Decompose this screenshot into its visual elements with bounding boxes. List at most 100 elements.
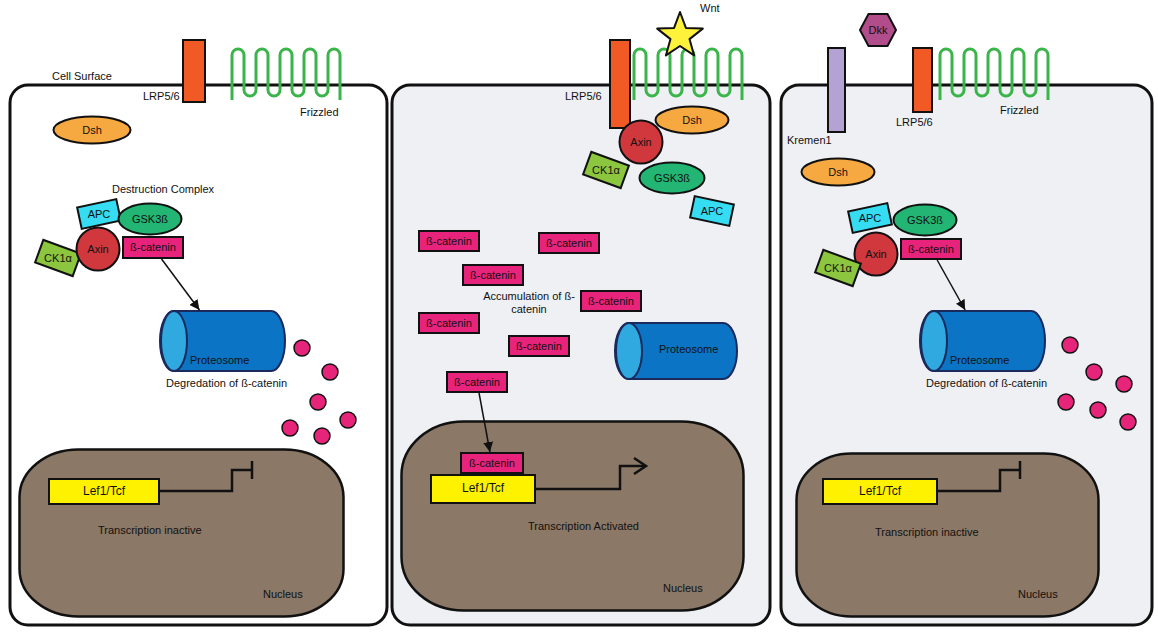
node-label: ß-catenin (130, 241, 176, 254)
text-holder: Proteosome (950, 354, 1009, 367)
node-label: ß-catenin (469, 457, 515, 470)
outline (583, 152, 629, 188)
outline (823, 479, 937, 504)
protein-box: Lef1/Tcf (48, 478, 160, 505)
protein-box: ß-catenin (508, 335, 570, 357)
text-holder: Destruction Complex (112, 183, 214, 196)
fragment-dot (282, 420, 298, 436)
node-label: GSK3ß (132, 213, 168, 226)
node-label: Dsh (828, 166, 848, 179)
repression-bar (251, 461, 254, 479)
node-label: ß-catenin (908, 243, 954, 256)
node-label: ß-catenin (516, 340, 562, 353)
outline (463, 265, 523, 285)
nucleus-shape: Transcription inactiveNucleusLef1/Tcf (795, 452, 1100, 618)
outline (848, 203, 892, 233)
outline (160, 311, 285, 371)
node-label: Proteosome (190, 354, 249, 367)
receptor-bar (610, 40, 630, 128)
annotation-label: Wnt (700, 2, 720, 15)
node-label: CK1α (592, 164, 620, 177)
outline (509, 336, 569, 356)
protein-circle: Axin (618, 119, 664, 165)
outline (77, 199, 121, 229)
outline (615, 323, 737, 379)
text-holder: Frizzled (1000, 104, 1039, 117)
outline (123, 237, 183, 258)
fragment-dot (1058, 394, 1074, 410)
node-label: Lef1/Tcf (462, 482, 504, 496)
outline (860, 14, 896, 46)
protein-ellipse: Dsh (800, 157, 876, 187)
cylinder-face (921, 311, 947, 371)
text-holder: Nucleus (1018, 588, 1058, 601)
arrow-connector (162, 259, 200, 310)
proteasome-cylinder: Proteosome (160, 310, 285, 372)
protein-box: ß-catenin (446, 371, 508, 393)
outline (539, 233, 599, 253)
fragment-dot (322, 364, 338, 380)
node-label: Axin (87, 243, 108, 256)
text-holder: Transcription Activated (528, 520, 639, 533)
node-label: Axin (630, 136, 651, 149)
kinase-box: CK1α (816, 251, 860, 285)
outline (815, 250, 861, 286)
ligand-star (657, 12, 703, 55)
node-label: Dsh (682, 114, 702, 127)
text-holder: LRP5/6 (143, 90, 180, 103)
kinase-box: APC (77, 199, 121, 229)
protein-box: ß-catenin (122, 236, 184, 259)
outline (461, 453, 523, 473)
outline (447, 372, 507, 392)
annotation-label: Frizzled (1000, 104, 1039, 117)
annotation-label: Degredation of ß-catenin (926, 377, 1047, 390)
arrow-connector (937, 260, 965, 310)
text-holder: Transcription inactive (98, 524, 202, 537)
frizzled-receptor (940, 49, 1048, 100)
node-label: Lef1/Tcf (83, 485, 125, 499)
outline (690, 196, 734, 226)
cell-outline (781, 85, 1152, 625)
annotation-label: LRP5/6 (896, 116, 933, 129)
fragment-dot (340, 412, 356, 428)
text-holder: Wnt (700, 2, 720, 15)
receptor-bar (913, 48, 932, 112)
text-holder: Nucleus (263, 588, 303, 601)
outline (419, 231, 479, 251)
protein-box: ß-catenin (418, 230, 480, 252)
cell-outline (392, 85, 770, 625)
annotation-label: LRP5/6 (143, 90, 180, 103)
outline (431, 475, 535, 503)
text-holder: Kremen1 (787, 134, 832, 147)
receptor-bar (183, 40, 205, 102)
annotation-label: LRP5/6 (565, 90, 602, 103)
node-label: ß-catenin (454, 376, 500, 389)
annotation-label: Kremen1 (787, 134, 832, 147)
node-label: ß-catenin (426, 317, 472, 330)
outline (656, 107, 729, 134)
text-holder: Cell Surface (52, 70, 112, 83)
transcription-line (938, 470, 1020, 491)
node-label: Axin (865, 248, 886, 261)
outline (855, 233, 898, 276)
protein-box: ß-catenin (900, 238, 962, 260)
node-label: Proteosome (659, 343, 718, 356)
protein-ellipse: Dsh (654, 105, 730, 135)
fragment-dot (1086, 364, 1102, 380)
node-label: Nucleus (1018, 588, 1058, 601)
nucleus-shape: Transcription ActivatedNucleusß-cateninL… (400, 420, 745, 612)
outline (620, 121, 663, 164)
repression-bar (1019, 461, 1022, 479)
protein-box: Lef1/Tcf (822, 478, 938, 505)
outline (920, 311, 1045, 371)
text-holder: Accumulation of ß-catenin (482, 290, 576, 315)
fragment-dot (1062, 337, 1078, 353)
outline (20, 450, 344, 617)
annotation-label: Cell Surface (52, 70, 112, 83)
cylinder-face (616, 323, 642, 379)
cell-outline (10, 85, 387, 625)
fragment-dot (1090, 402, 1106, 418)
outline (802, 159, 875, 186)
